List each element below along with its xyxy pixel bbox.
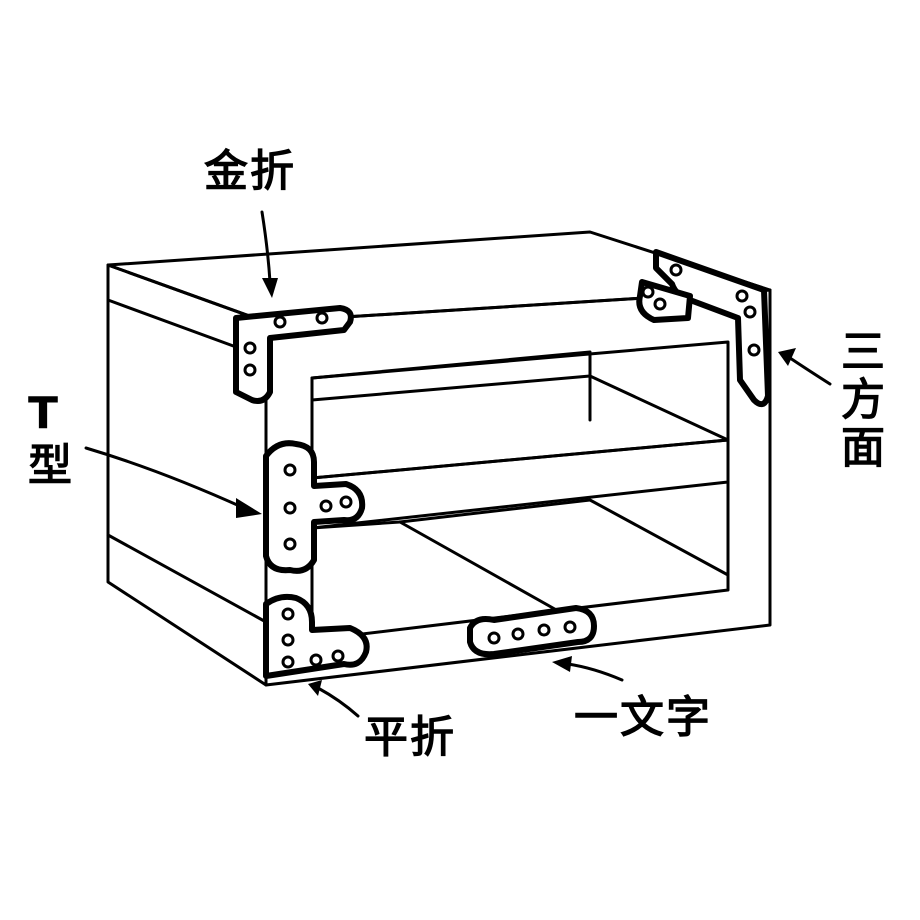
label-kinsetsu: 金折: [204, 146, 296, 197]
label-t-bottom: 型: [28, 440, 74, 491]
arrow-sanhoumen: [778, 348, 832, 386]
ichimonji-bracket: [467, 605, 597, 658]
label-hirasetsu: 平折: [364, 712, 456, 763]
box-frame: [106, 230, 772, 687]
arrow-ichimonji: [552, 656, 624, 682]
label-t-top: T: [28, 388, 61, 439]
label-sanhoumen: 三方面: [833, 328, 884, 472]
label-ichimonji: 一文字: [574, 692, 712, 743]
kinsetsu-bracket: [233, 305, 354, 404]
t-bracket: [263, 440, 366, 574]
arrow-hirasetsu: [308, 680, 360, 718]
arrow-t: [84, 446, 262, 518]
hirasetsu-bracket: [263, 593, 370, 679]
sanhoumen-bracket: [636, 249, 771, 408]
arrow-kinsetsu: [260, 210, 278, 298]
